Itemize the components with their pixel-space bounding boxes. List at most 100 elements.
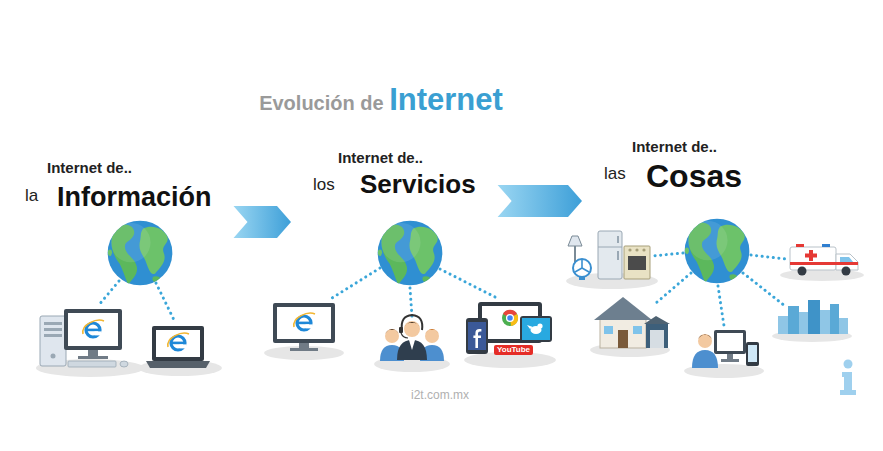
globe xyxy=(377,220,443,286)
ambulance xyxy=(805,254,817,258)
house xyxy=(604,326,613,334)
house xyxy=(618,330,628,348)
continent xyxy=(422,276,430,283)
home-appliances xyxy=(628,248,631,251)
home-appliances xyxy=(579,276,585,280)
continent xyxy=(152,276,160,283)
monitor xyxy=(277,307,331,339)
home-appliances xyxy=(575,260,589,272)
devices-icon xyxy=(466,302,552,354)
laptop xyxy=(152,326,204,361)
monitor xyxy=(273,303,335,343)
dotted-link xyxy=(332,268,380,298)
user-devices xyxy=(717,333,743,351)
globe xyxy=(107,220,173,286)
globe-highlight xyxy=(111,223,151,263)
globe-ocean xyxy=(108,221,173,286)
continent xyxy=(685,248,689,254)
monitor xyxy=(294,313,315,330)
dotted-link xyxy=(718,286,724,326)
logo-mark xyxy=(844,360,853,369)
laptop xyxy=(156,330,200,357)
ambulance xyxy=(842,267,851,276)
ambulance xyxy=(798,267,807,276)
title-accent: Internet xyxy=(389,82,503,117)
ambulance xyxy=(796,244,804,247)
desktop-computer xyxy=(88,350,98,357)
section-heading: Servicios xyxy=(360,171,476,197)
desktop-computer xyxy=(64,309,122,350)
house xyxy=(594,297,670,348)
people-icon xyxy=(404,321,420,337)
home-appliances xyxy=(598,247,622,248)
devices-icon xyxy=(507,315,514,322)
dotted-link xyxy=(156,283,175,322)
city-skyline xyxy=(799,312,808,334)
devices-icon xyxy=(502,310,518,326)
user-devices xyxy=(714,330,746,354)
house xyxy=(600,318,646,348)
people-icon xyxy=(404,322,420,327)
watermark: i2t.com.mx xyxy=(411,389,469,401)
desktop-computer xyxy=(68,313,118,346)
desktop-computer xyxy=(44,322,62,325)
dotted-link xyxy=(98,253,786,326)
user-devices xyxy=(721,359,739,362)
dotted-link xyxy=(743,273,785,306)
ambulance xyxy=(790,262,858,265)
dotted-link xyxy=(656,273,691,303)
home-appliances xyxy=(617,236,619,243)
globe-ocean xyxy=(685,219,750,284)
people-icon xyxy=(401,333,408,338)
floor-shadow xyxy=(264,346,344,360)
laptop xyxy=(146,361,210,368)
dotted-link xyxy=(410,288,412,317)
home-appliances xyxy=(598,231,622,279)
people-icon xyxy=(425,329,439,343)
home-appliances xyxy=(568,231,650,280)
dotted-link xyxy=(751,255,786,259)
house xyxy=(646,324,668,348)
floor-shadow xyxy=(138,360,222,376)
logo-mark xyxy=(840,360,856,396)
section-node: Internet de..losServicios xyxy=(293,144,496,290)
dotted-link xyxy=(440,269,497,298)
section-article: las xyxy=(604,165,626,182)
people-icon xyxy=(385,329,399,343)
chevron-arrow xyxy=(498,185,582,217)
people-icon xyxy=(385,329,399,334)
globe-highlight xyxy=(688,221,728,261)
laptop xyxy=(146,326,210,368)
globe xyxy=(684,218,750,284)
user-devices xyxy=(692,330,759,368)
people-icon xyxy=(425,329,439,334)
section-article: los xyxy=(313,176,335,193)
title-lead: Evolución de xyxy=(259,92,389,114)
home-appliances xyxy=(617,251,619,260)
city-skyline xyxy=(808,300,820,334)
logo-mark xyxy=(840,372,856,395)
title: Evolución de Internet xyxy=(259,84,503,115)
people-icon xyxy=(397,340,427,360)
continent xyxy=(108,250,112,256)
house xyxy=(644,316,670,324)
desktop-computer xyxy=(78,356,108,359)
desktop-computer xyxy=(44,328,62,331)
people-icon xyxy=(409,340,415,350)
desktop-computer xyxy=(44,334,62,337)
ambulance xyxy=(790,244,858,276)
section-kicker: Internet de.. xyxy=(47,160,132,175)
monitor xyxy=(273,303,335,351)
desktop-computer xyxy=(120,361,128,367)
devices-icon xyxy=(473,329,481,348)
people-icon xyxy=(402,315,423,330)
home-appliances xyxy=(624,246,650,279)
laptop xyxy=(168,333,189,350)
desktop-computer xyxy=(83,320,104,337)
devices-icon xyxy=(468,322,486,350)
section-kicker: Internet de.. xyxy=(632,139,717,154)
city-skyline xyxy=(830,304,839,334)
house xyxy=(650,330,664,348)
globe-highlight xyxy=(381,223,421,263)
desktop-computer xyxy=(40,316,66,366)
